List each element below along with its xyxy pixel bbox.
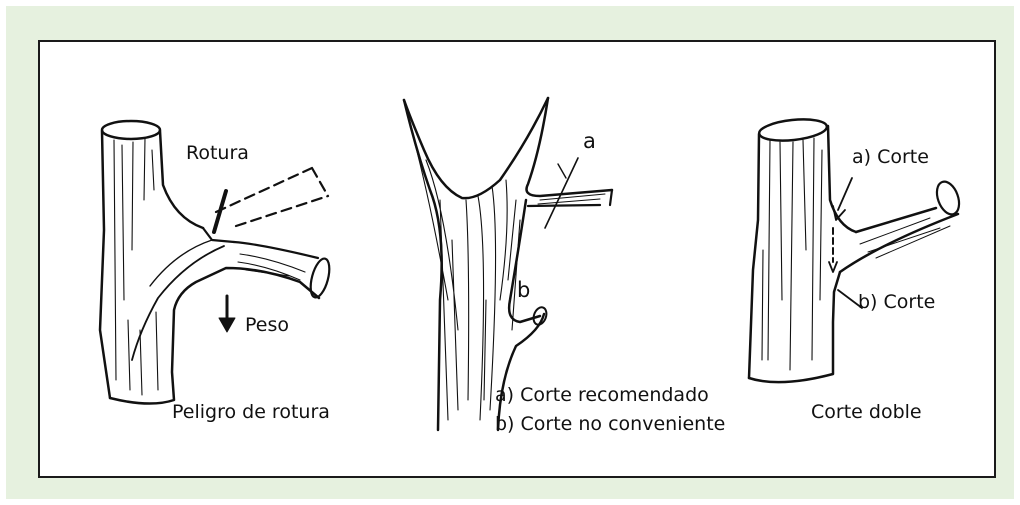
label-b-corte: b) Corte <box>858 291 936 313</box>
label-cut-b: b <box>517 278 531 302</box>
tree-double-cut <box>747 118 961 384</box>
label-rotura: Rotura <box>186 142 249 164</box>
label-corte-no-conveniente: b) Corte no conveniente <box>495 413 726 435</box>
label-peligro-de-rotura: Peligro de rotura <box>172 401 330 423</box>
label-corte-doble: Corte doble <box>811 401 922 423</box>
label-peso: Peso <box>245 314 289 336</box>
label-a-corte: a) Corte <box>852 146 929 168</box>
tree-recommended-cut <box>402 96 614 432</box>
label-cut-a: a <box>583 129 596 153</box>
label-corte-recomendado: a) Corte recomendado <box>495 384 709 406</box>
tree-danger-of-breakage <box>98 119 331 405</box>
